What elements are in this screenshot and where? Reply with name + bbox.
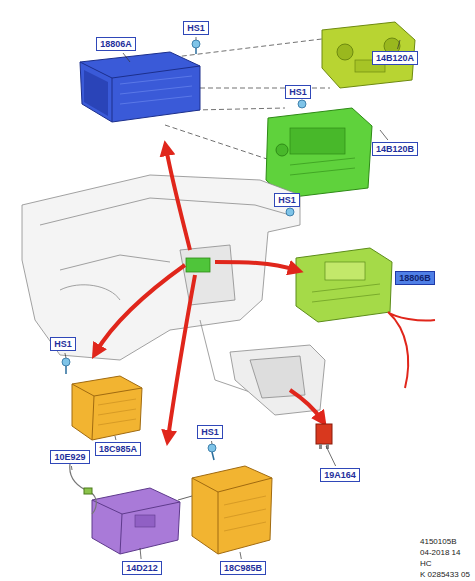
part-number-box: 19A164	[320, 468, 360, 482]
dashboard	[22, 175, 325, 415]
module-a	[72, 376, 142, 440]
part-number: 18C985B	[224, 563, 262, 573]
part-number: HS1	[201, 427, 219, 437]
part-number: HS1	[278, 195, 296, 205]
drawing-note: HC	[420, 559, 432, 569]
module-purple	[92, 488, 180, 554]
leader-line	[240, 552, 241, 559]
part-number: 14D212	[126, 563, 158, 573]
radio-unit	[80, 52, 200, 122]
leader-line	[380, 130, 388, 140]
part-number-box: HS1	[285, 85, 311, 99]
fuse	[316, 424, 332, 449]
part-number-box: 18C985A	[95, 442, 141, 456]
part-number: 18806B	[399, 273, 431, 283]
part-number: 10E929	[54, 452, 85, 462]
leader-line	[140, 548, 141, 559]
part-number: 14B120A	[376, 53, 414, 63]
leader-line	[196, 37, 197, 40]
part-number: 19A164	[324, 470, 356, 480]
part-number-box: HS1	[183, 21, 209, 35]
leader-line	[123, 53, 130, 62]
leader-line	[398, 40, 401, 49]
leader-line	[211, 441, 213, 444]
leader-line	[115, 436, 117, 440]
part-number-box: HS1	[274, 193, 300, 207]
part-number: HS1	[187, 23, 205, 33]
part-number-box: HS1	[50, 337, 76, 351]
part-number-box: 18806B	[395, 271, 435, 285]
part-number: HS1	[54, 339, 72, 349]
leader-line	[326, 446, 336, 466]
part-number: 18806A	[100, 39, 132, 49]
part-number-box: 10E929	[50, 450, 89, 464]
control-panel-b	[266, 108, 372, 198]
part-number: 14B120B	[376, 144, 414, 154]
part-number-box: 18C985B	[220, 561, 266, 575]
part-number-box: HS1	[197, 425, 223, 439]
part-number-box: 14B120A	[372, 51, 418, 65]
part-number: 18C985A	[99, 444, 137, 454]
part-number-box: 14B120B	[372, 142, 418, 156]
part-number: HS1	[289, 87, 307, 97]
leader-line	[65, 353, 66, 358]
audio-panel	[296, 248, 392, 322]
part-number-box: 18806A	[96, 37, 136, 51]
drawing-note: 04-2018 14	[420, 548, 460, 558]
drawing-note: 4150105B	[420, 537, 456, 547]
drawing-note: K 0285433 05	[420, 570, 470, 580]
control-panel-a	[322, 22, 415, 88]
module-b	[192, 466, 272, 554]
part-number-box: 14D212	[122, 561, 162, 575]
leader-line	[71, 466, 73, 470]
